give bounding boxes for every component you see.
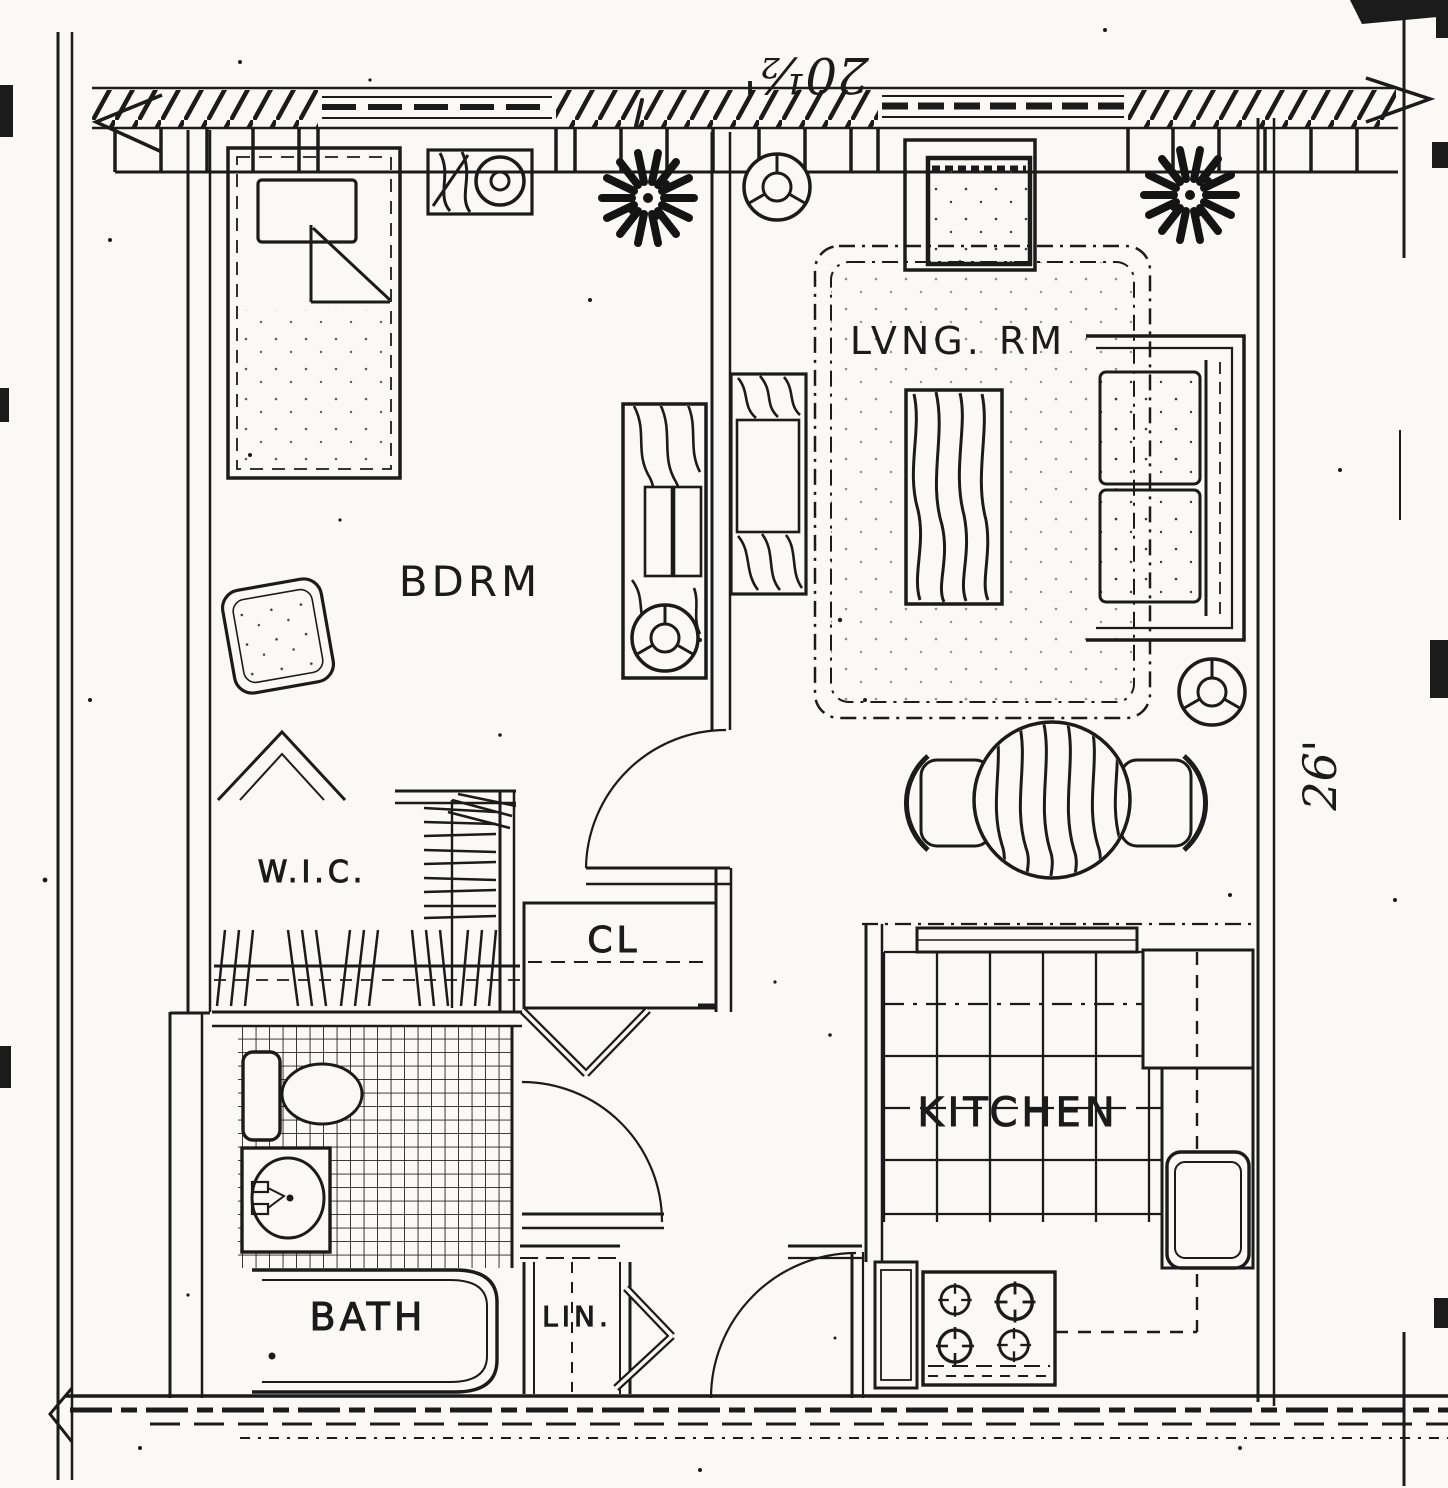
- window-right: [882, 95, 1124, 118]
- pillow: [256, 178, 358, 244]
- dining-set: [904, 720, 1208, 880]
- bedroom: BDRM: [216, 146, 708, 802]
- kitchen: KITCHEN: [709, 922, 1256, 1399]
- coffee-table: [904, 388, 1004, 606]
- kitchen-tile-floor: [882, 950, 1202, 1222]
- bifold-door-entry: [613, 1285, 675, 1391]
- round-side-table: [1177, 657, 1247, 727]
- hanging-clothes: [423, 792, 517, 920]
- right-height-dimension: 26': [1293, 739, 1347, 811]
- closet-label: CL: [587, 920, 640, 961]
- kitchen-label: KITCHEN: [917, 1090, 1118, 1136]
- walk-in-closet-label: W.I.C.: [258, 855, 367, 890]
- toilet-bowl: [280, 1062, 364, 1126]
- living-room: LVNG. RM: [813, 138, 1247, 727]
- round-knickknack: [630, 603, 700, 673]
- drawer: [672, 485, 703, 578]
- entry-door: [709, 1244, 865, 1399]
- chair-back-arc: [904, 754, 930, 852]
- hall-closets: CL: [519, 868, 733, 1077]
- bath-label: BATH: [310, 1295, 427, 1339]
- kitchen-sink: [1165, 1150, 1251, 1270]
- sofa: [1086, 334, 1246, 642]
- dresser: [621, 402, 708, 680]
- bed: [226, 146, 402, 480]
- bifold-door-wic: [519, 1007, 651, 1077]
- bedside-rug: [426, 148, 534, 216]
- toilet-tank: [241, 1050, 282, 1142]
- stove: [921, 1270, 1057, 1387]
- bottom-exterior-wall: [66, 1394, 1448, 1439]
- bathroom-sink: [240, 1146, 332, 1254]
- bathroom: BATH: [212, 1010, 664, 1394]
- top-exterior-wall: [91, 76, 1436, 174]
- living-room-label: LVNG. RM: [850, 319, 1066, 363]
- refrigerator: [873, 1260, 919, 1390]
- top-width-dimension: 20½': [743, 46, 870, 104]
- bedroom-rug: [220, 577, 336, 695]
- credenza: [729, 372, 808, 596]
- linen-closet: LIN.: [522, 1262, 675, 1394]
- dining-table: [972, 720, 1132, 880]
- tv-cabinet: [903, 138, 1037, 272]
- sofa-cushion: [1098, 488, 1202, 604]
- dimension-arrow-bottom-left: [48, 1387, 74, 1443]
- drawer: [643, 485, 674, 578]
- hangers: [215, 929, 498, 1007]
- bath-door: [521, 1080, 664, 1230]
- chair-back-arc: [1182, 754, 1208, 852]
- bathtub: [252, 1268, 499, 1394]
- dimension-tick: [634, 98, 644, 128]
- bedroom-label: BDRM: [399, 557, 542, 606]
- window-left: [322, 96, 552, 119]
- easel-chevron: [216, 729, 347, 802]
- dimensions: 20½' 26': [634, 46, 1347, 812]
- left-exterior-wall: [48, 32, 212, 1480]
- blanket-fold: [309, 225, 392, 304]
- bedroom-door-arc: [584, 728, 727, 869]
- walk-in-closet: W.I.C.: [214, 789, 520, 1012]
- linen-label: LIN.: [542, 1300, 612, 1333]
- dimension-arrow-left: [91, 93, 163, 154]
- sofa-cushion: [1098, 370, 1202, 486]
- round-side-table: [742, 152, 812, 222]
- dimension-arrow-right: [1365, 76, 1436, 124]
